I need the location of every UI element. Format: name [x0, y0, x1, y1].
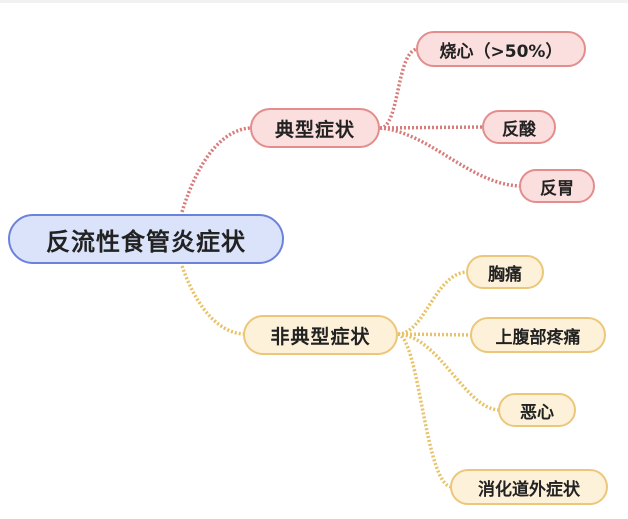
node-nausea[interactable]: 恶心	[498, 393, 576, 427]
node-epigastric-pain-label: 上腹部疼痛	[495, 327, 581, 348]
branch-atypical-label: 非典型症状	[270, 325, 371, 348]
connector-root-atypical	[180, 265, 246, 336]
top-border	[0, 0, 628, 3]
node-chest-pain[interactable]: 胸痛	[466, 255, 544, 289]
root-node[interactable]: 反流性食管炎症状	[8, 214, 284, 264]
node-acid-reflux[interactable]: 反酸	[482, 110, 556, 144]
node-extraesophageal[interactable]: 消化道外症状	[450, 469, 608, 505]
branch-typical-symptoms[interactable]: 典型症状	[250, 108, 380, 148]
root-label: 反流性食管炎症状	[46, 227, 246, 256]
node-regurgitation-label: 反胃	[540, 178, 574, 199]
node-heartburn[interactable]: 烧心（>50%）	[416, 31, 586, 67]
node-nausea-label: 恶心	[520, 402, 554, 423]
branch-atypical-symptoms[interactable]: 非典型症状	[243, 315, 398, 355]
connector-typical-acid	[379, 125, 485, 130]
connector-atypical-epigastric	[397, 332, 473, 337]
node-chest-pain-label: 胸痛	[488, 264, 522, 285]
node-extraesophageal-label: 消化道外症状	[478, 479, 580, 500]
node-regurgitation[interactable]: 反胃	[519, 169, 595, 203]
connector-atypical-extra	[397, 332, 453, 489]
node-epigastric-pain[interactable]: 上腹部疼痛	[470, 317, 606, 353]
node-heartburn-label: 烧心（>50%）	[439, 41, 563, 62]
connector-atypical-chestpain	[397, 270, 469, 336]
branch-typical-label: 典型症状	[274, 118, 355, 141]
connector-typical-heartburn	[379, 47, 419, 130]
node-acid-reflux-label: 反酸	[502, 119, 536, 140]
connector-root-typical	[180, 126, 251, 213]
connector-typical-regurgitation	[379, 126, 522, 188]
